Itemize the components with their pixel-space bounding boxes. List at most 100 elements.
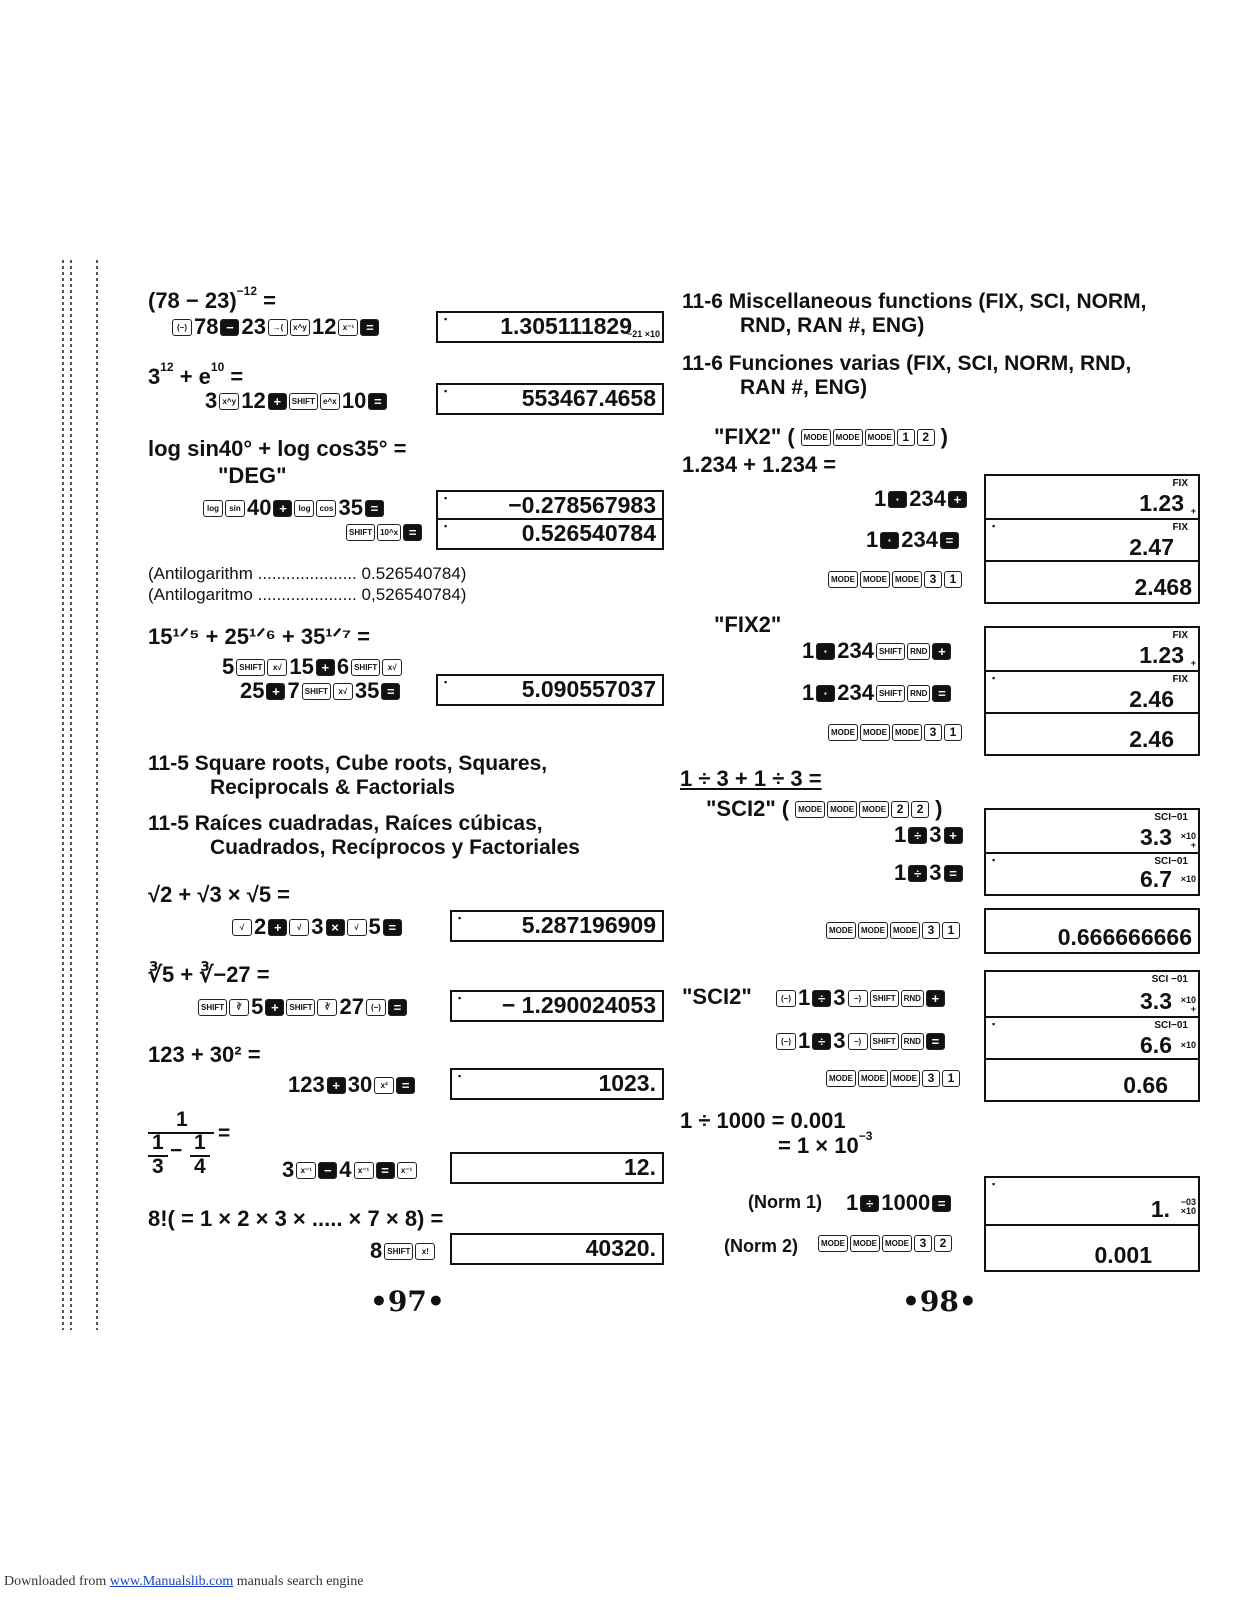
digit: 1	[802, 638, 815, 663]
key-icon: MODE	[832, 428, 863, 446]
key-icon: ÷	[860, 1194, 880, 1212]
key-icon: √	[289, 918, 310, 936]
sci2-rnd-r2-display: ▪SCI−01 6.6 ×10	[986, 1016, 1198, 1060]
key-icon: x⁻¹	[353, 1161, 374, 1179]
key-icon: SHIFT	[875, 642, 906, 660]
key-icon: ×	[325, 918, 345, 936]
key-icon: x⁻¹	[296, 1161, 317, 1179]
key-icon: MODE	[890, 1070, 920, 1087]
key-icon: RND	[907, 684, 931, 702]
key-icon: =	[396, 1076, 416, 1094]
norm2-display: 0.001	[986, 1224, 1198, 1270]
key-icon: =	[403, 524, 423, 541]
key-icon: SHIFT	[869, 989, 899, 1007]
key-icon: 3	[924, 724, 942, 741]
key-icon: =	[932, 684, 952, 702]
manualslib-link[interactable]: www.Manualslib.com	[109, 1574, 234, 1589]
key-icon: −)	[847, 989, 868, 1007]
digits: 23	[241, 314, 266, 339]
sci2-rnd-label: "SCI2"	[682, 984, 752, 1009]
digits: 15	[289, 654, 314, 679]
key-icon: 2	[916, 428, 935, 446]
digits: 12	[311, 314, 337, 339]
fix2-rnd-label: "FIX2"	[714, 612, 782, 637]
key-icon: =	[387, 998, 407, 1016]
fix2-rnd-r2-display: ▪FIX 2.46	[986, 670, 1198, 714]
key-icon: +	[925, 989, 945, 1007]
key-icon: =	[360, 318, 380, 336]
ex8-fraction: 1 1 − 1 3 4 =	[146, 1108, 230, 1180]
sci2-r2-display: ▪SCI−01 6.7 ×10	[986, 852, 1198, 894]
norm1-label: (Norm 1)	[748, 1192, 823, 1212]
key-icon: MODE	[795, 800, 826, 818]
scan-edge	[70, 260, 72, 1330]
key-icon: 1	[944, 571, 962, 588]
ex7-display: ▪1023.	[450, 1068, 664, 1100]
ex3-display-1: ▪−0.278567983	[436, 490, 664, 522]
section-11-5-en: 11-5 Square roots, Cube roots, Squares, …	[148, 752, 548, 799]
digits: 234	[837, 680, 874, 705]
sci2-rnd-display-group: SCI −01 3.3 ×10+ ▪SCI−01 6.6 ×10 0.66	[984, 970, 1200, 1102]
ex4-display: ▪5.090557037	[436, 674, 664, 706]
key-icon: 2	[934, 1235, 952, 1252]
digits: 234	[901, 527, 938, 552]
key-icon: 3	[914, 1235, 932, 1252]
digit: 1	[798, 1028, 811, 1053]
key-icon: +	[273, 499, 293, 517]
key-icon: √	[232, 918, 252, 936]
key-icon: RND	[907, 642, 931, 660]
key-icon: (−)	[776, 1032, 796, 1050]
key-icon: x√	[332, 682, 353, 700]
fix2-rnd-r1-display: FIX 1.23 +	[1139, 630, 1196, 668]
key-icon: SHIFT	[236, 658, 266, 676]
ex6-expression: ∛5 + ∛−27 =	[148, 962, 270, 987]
fix2-display-group: FIX 1.23 + ▪FIX 2.47 2.468	[984, 474, 1200, 604]
key-icon: 3	[922, 922, 940, 939]
antilog-en: (Antilogarithm ..................... 0.5…	[148, 564, 467, 583]
digits: 1000	[881, 1190, 931, 1215]
norm-line-1: 1 ÷ 1000 = 0.001	[680, 1108, 846, 1133]
sci2-display-group: SCI−01 3.3 ×10+ ▪SCI−01 6.7 ×10	[984, 808, 1200, 896]
key-icon: =	[364, 499, 384, 517]
key-icon: MODE	[864, 428, 895, 446]
key-icon: e^x	[319, 392, 340, 410]
ex2-expression: 312 + e10 =	[148, 360, 244, 389]
norm1-display: ▪ 1. −03×10	[992, 1179, 1196, 1222]
key-icon: x^y	[289, 318, 310, 336]
sci2-r3-display: 0.666666666	[984, 908, 1200, 954]
key-icon: +	[943, 826, 963, 844]
ex3-expression: log sin40° + log cos35° =	[148, 436, 407, 461]
key-icon: MODE	[850, 1235, 880, 1252]
ex3-display-2: ▪0.526540784	[436, 518, 664, 550]
ex5-keys: √2+√3×√5=	[232, 914, 402, 940]
key-icon: 3	[922, 1070, 940, 1087]
digits: 123	[288, 1072, 325, 1097]
key-icon: MODE	[858, 1070, 888, 1087]
key-icon: x√	[382, 658, 403, 676]
key-icon: SHIFT	[286, 998, 316, 1016]
key-icon: ·	[888, 490, 908, 508]
download-footer: Downloaded from www.Manualslib.com manua…	[4, 1574, 364, 1589]
fix2-rnd-display-group: FIX 1.23 + ▪FIX 2.46 2.46	[984, 626, 1200, 756]
key-icon: ·	[816, 684, 836, 702]
digits: 35	[338, 495, 363, 520]
key-icon: SHIFT	[384, 1242, 414, 1260]
ex9-display: 40320.	[450, 1233, 664, 1265]
sci2-r1-display: SCI−01 3.3 ×10+	[1140, 812, 1196, 850]
fix2-r3-display: 2.468	[986, 560, 1198, 602]
key-icon: 3	[924, 571, 942, 588]
ex6-display: ▪− 1.290024053	[450, 990, 664, 1022]
key-icon: SHIFT	[301, 682, 331, 700]
key-icon: x⁻¹	[338, 318, 359, 336]
